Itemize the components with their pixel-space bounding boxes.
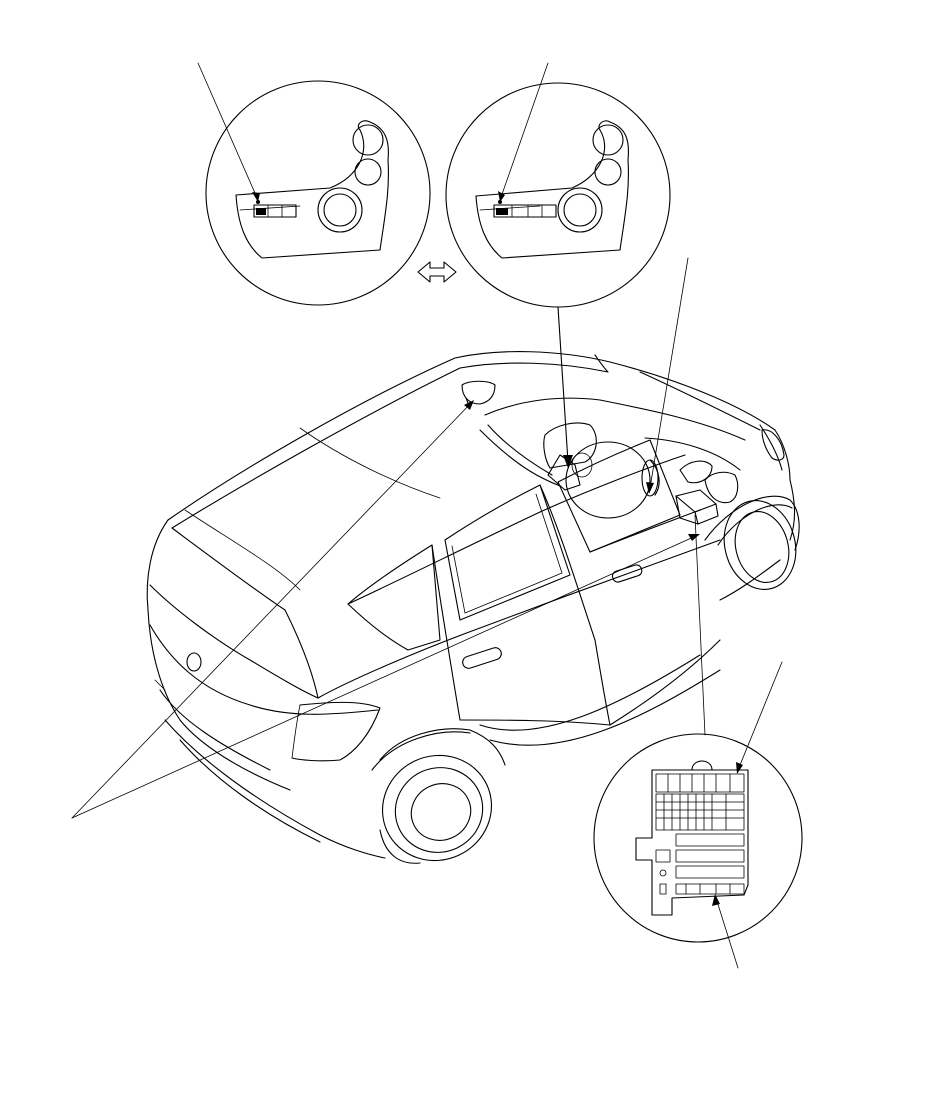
leader-lines [71, 62, 783, 969]
detail-circle-left [205, 80, 431, 306]
cabin-interior-illustration [461, 380, 746, 553]
detail-circle-right [445, 82, 671, 308]
alternate-arrow-icon [417, 261, 457, 283]
vehicle-illustration [146, 351, 800, 864]
detail-circle-fuse-box [593, 733, 803, 943]
